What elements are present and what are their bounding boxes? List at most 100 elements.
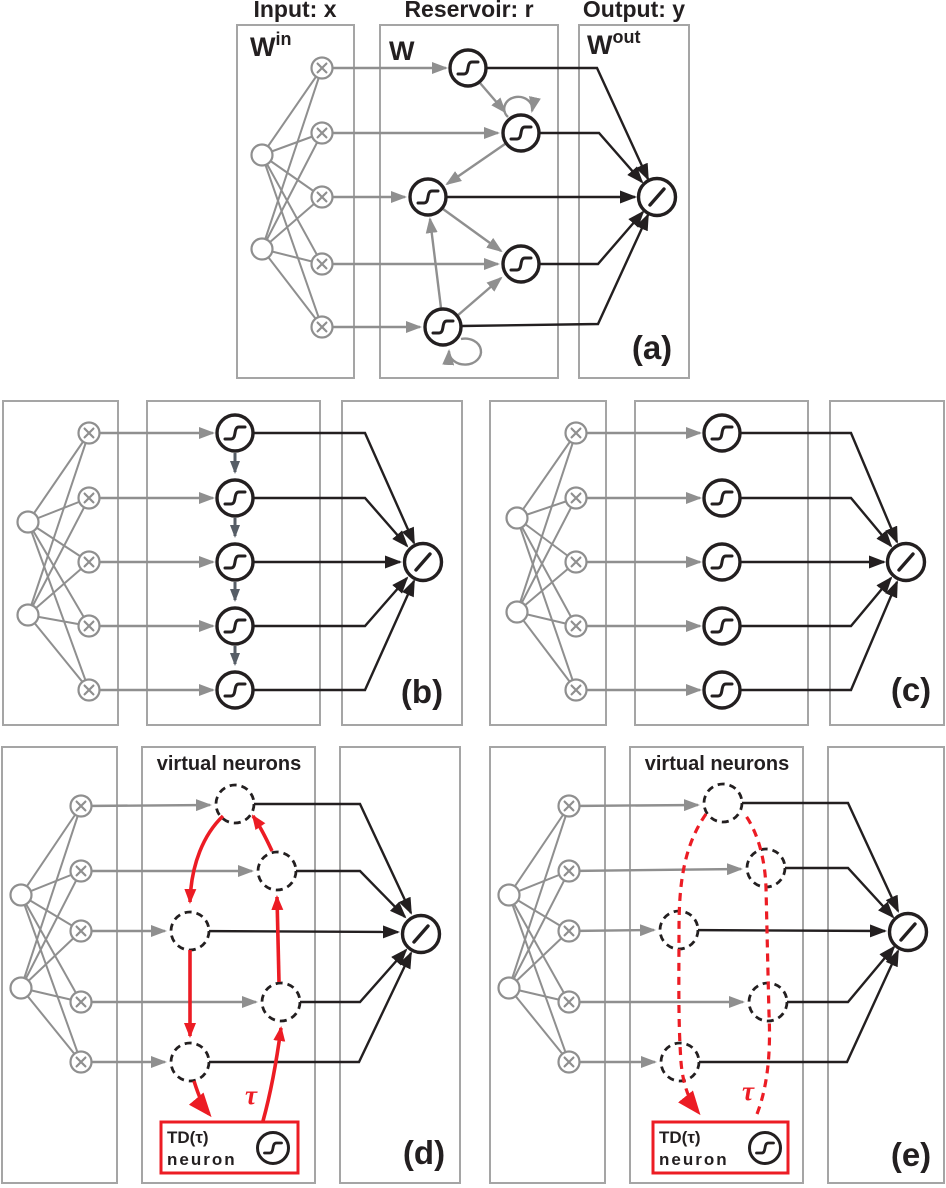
multiply-icon	[310, 185, 334, 209]
virtual-neuron-icon	[169, 1041, 211, 1083]
td-neuron-label-line2: neuron	[167, 1150, 237, 1169]
input-node	[497, 883, 521, 907]
sigmoid-neuron-icon	[702, 670, 742, 710]
multiply-icon	[557, 990, 581, 1014]
panel-label-d: (d)	[403, 1134, 445, 1171]
input-weight-connections	[516, 432, 577, 691]
panel-c: (c)	[489, 400, 945, 726]
virtual-neurons-label: virtual neurons	[645, 753, 789, 775]
sigmoid-neuron-icon	[256, 1131, 290, 1165]
multiply-icon	[77, 486, 101, 510]
time-delay-loop-arrows	[184, 814, 286, 1122]
multiply-icon	[77, 421, 101, 445]
sigmoid-neuron-icon	[215, 413, 255, 453]
input-column-header: Input: x	[253, 0, 336, 22]
multiply-icon	[69, 990, 93, 1014]
time-delay-loop-dashed-arrows	[677, 813, 772, 1116]
reservoir-to-output-connections	[189, 802, 413, 1064]
multiply-icon	[564, 614, 588, 638]
sigmoid-neuron-icon	[408, 177, 448, 217]
virtual-neurons-label: virtual neurons	[157, 753, 301, 775]
virtual-neuron-icon	[745, 847, 787, 889]
linear-output-neuron-icon	[885, 541, 927, 583]
multiply-icon	[77, 550, 101, 574]
td-neuron-label-line1: TD(τ)	[659, 1128, 701, 1147]
reservoir-box	[379, 24, 559, 379]
virtual-neuron-icon	[256, 850, 298, 892]
panel-label-a: (a)	[632, 329, 672, 366]
sigmoid-neuron-icon	[702, 606, 742, 646]
virtual-neuron-icon	[169, 910, 211, 952]
linear-output-neuron-icon	[636, 176, 678, 218]
multiply-icon	[69, 794, 93, 818]
tau-delay-label: τ	[245, 1080, 258, 1110]
multiply-icon	[310, 121, 334, 145]
multiply-icon	[69, 919, 93, 943]
panel-a: Input: x Reservoir: r Output: y Win W Wo…	[236, 0, 690, 379]
linear-output-neuron-icon	[400, 913, 442, 955]
output-column-header: Output: y	[583, 0, 685, 22]
w-out-label: Wout	[587, 27, 640, 60]
multiply-icon	[69, 1050, 93, 1074]
sigmoid-neuron-icon	[748, 1131, 782, 1165]
input-node	[497, 976, 521, 1000]
multiply-icon	[557, 919, 581, 943]
reservoir-to-output-connections	[253, 431, 416, 692]
input-node	[9, 883, 33, 907]
input-node	[16, 510, 40, 534]
multiply-icon	[564, 421, 588, 445]
multiply-icon	[557, 794, 581, 818]
w-in-label: Win	[250, 29, 291, 62]
self-loop-arrow	[442, 337, 483, 366]
input-box	[236, 24, 355, 379]
input-to-reservoir-arrows	[89, 427, 215, 696]
reservoir-box	[629, 746, 804, 1184]
sigmoid-neuron-icon	[215, 670, 255, 710]
panel-label-c: (c)	[891, 671, 931, 708]
sigmoid-neuron-icon	[501, 113, 541, 153]
panel-d: virtual neurons	[1, 746, 461, 1184]
virtual-neuron-icon	[260, 981, 302, 1023]
multiply-icon	[564, 486, 588, 510]
output-box	[339, 746, 461, 1184]
panel-label-e: (e)	[891, 1136, 931, 1173]
input-node	[16, 603, 40, 627]
sigmoid-neuron-icon	[702, 542, 742, 582]
tau-delay-label: τ	[742, 1076, 755, 1106]
input-node	[505, 600, 529, 624]
input-box	[489, 746, 606, 1184]
multiply-icon	[310, 252, 334, 276]
sigmoid-neuron-icon	[501, 244, 541, 284]
linear-output-neuron-icon	[887, 911, 929, 953]
input-to-reservoir-arrows	[576, 427, 702, 696]
multiply-icon	[310, 56, 334, 80]
input-node	[505, 506, 529, 530]
sigmoid-neuron-icon	[702, 478, 742, 518]
panel-e: virtual neurons	[489, 746, 945, 1184]
multiply-icon	[564, 550, 588, 574]
reservoir-box	[141, 746, 316, 1184]
output-box	[578, 24, 690, 379]
reservoir-recurrent-arrows	[425, 82, 541, 366]
virtual-neuron-icon	[702, 782, 744, 824]
panel-label-b: (b)	[401, 673, 443, 710]
virtual-neuron-icon	[658, 909, 700, 951]
input-node	[250, 143, 274, 167]
input-node	[250, 237, 274, 261]
input-to-reservoir-arrows	[80, 799, 258, 1068]
w-label: W	[389, 36, 415, 66]
reservoir-to-output-connections	[740, 431, 899, 692]
td-neuron-label-line1: TD(τ)	[167, 1128, 209, 1147]
td-neuron-label-line2: neuron	[659, 1150, 729, 1169]
sigmoid-neuron-icon	[423, 307, 463, 347]
linear-output-neuron-icon	[402, 541, 444, 583]
sigmoid-neuron-icon	[448, 48, 488, 88]
input-to-reservoir-arrows	[322, 62, 500, 333]
output-box	[827, 746, 945, 1184]
sigmoid-neuron-icon	[702, 413, 742, 453]
input-to-reservoir-arrows	[568, 799, 745, 1068]
multiply-icon	[310, 315, 334, 339]
multiply-icon	[557, 859, 581, 883]
